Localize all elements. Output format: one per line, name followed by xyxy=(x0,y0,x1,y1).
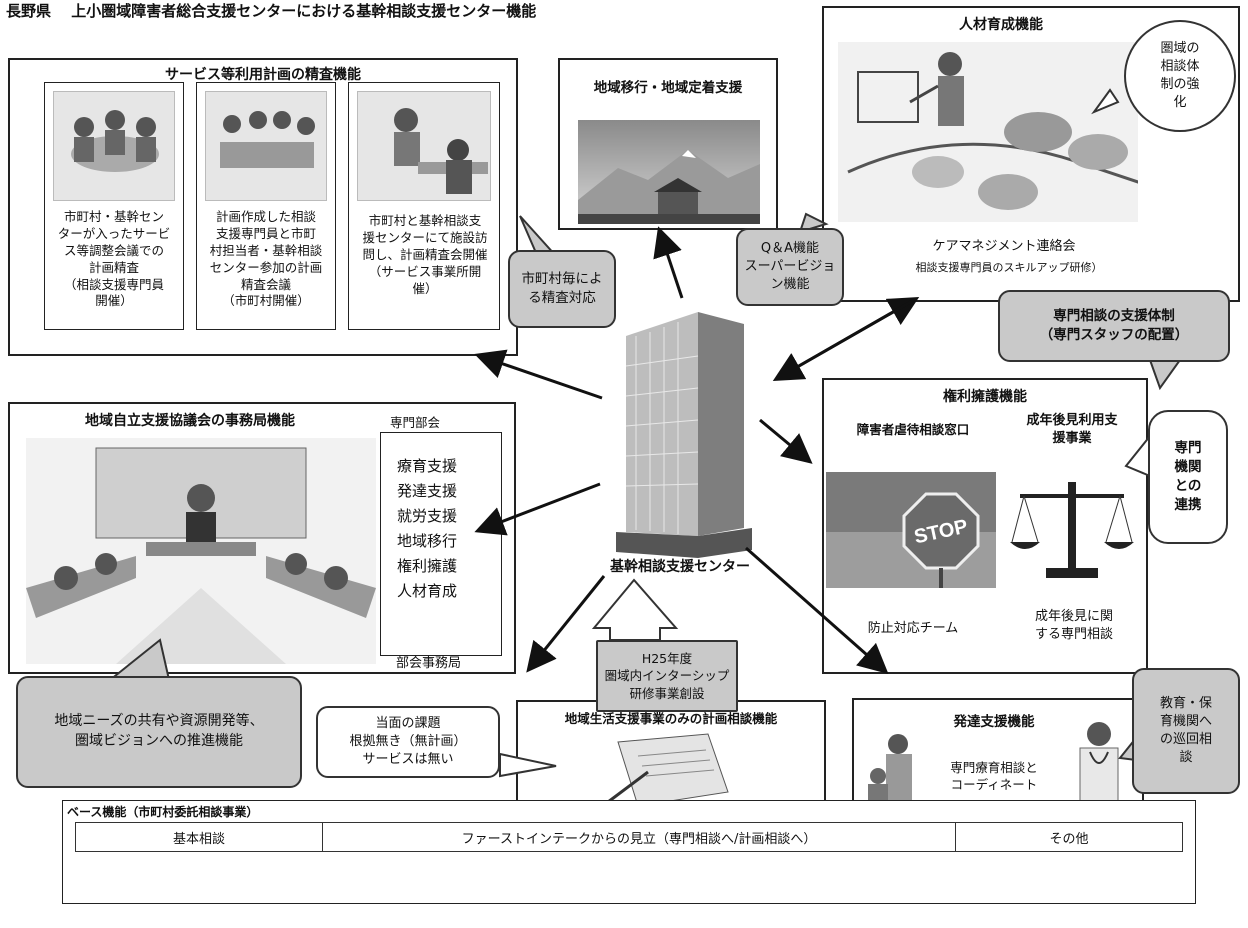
table-cell: ファーストインテークからの見立（専門相談へ/計画相談へ） xyxy=(322,822,956,852)
scales-illustration xyxy=(1010,472,1134,582)
internship-callout: H25年度 圏域内インターシップ 研修事業創設 xyxy=(596,640,738,712)
council-title: 地域自立支援協議会の事務局機能 xyxy=(85,413,295,429)
service-plan-panel-3: 市町村と基幹相談支 援センターにて施設訪 問し、計画精査会開催 （サービス事業所… xyxy=(348,82,500,330)
base-function-box: ベース機能（市町村委託相談事業） xyxy=(62,800,1196,904)
community-transition-box: 地域移行・地域定着支援 xyxy=(558,58,778,230)
prevention-team-caption: 防止対応チーム xyxy=(867,621,959,636)
visit-illustration xyxy=(357,91,491,201)
rights-title: 権利擁護機能 xyxy=(943,389,1027,405)
guardianship-heading: 成年後見利用支 援事業 xyxy=(1026,413,1118,446)
education-visit-callout: 教育・保 育機関へ の巡回相 談 xyxy=(1132,668,1240,794)
mountain-icon xyxy=(578,120,760,224)
subcommittee-item: 地域移行 xyxy=(397,532,458,550)
building-illustration xyxy=(616,306,752,558)
scales-icon xyxy=(1010,482,1134,578)
abuse-consultation-heading: 障害者虐待相談窓口 xyxy=(856,422,970,437)
panel-1-text: 市町村・基幹セン ターが入ったサービ ス等調整会議での 計画精査 （相談支援専門… xyxy=(57,209,171,309)
training-illustration xyxy=(838,42,1138,222)
community-transition-title: 地域移行・地域定着支援 xyxy=(593,80,743,96)
training-icon xyxy=(847,52,1138,210)
arrow-to-community-life xyxy=(526,575,606,673)
panel-2-text: 計画作成した相談 支援専門員と市町 村担当者・基幹相談 センター参加の計画 精査… xyxy=(209,209,323,309)
panel-3-text: 市町村と基幹相談支 援センターにて施設訪 問し、計画精査会開催 （サービス事業所… xyxy=(362,213,488,296)
table-row: 基本相談 ファーストインテークからの見立（専門相談へ/計画相談へ） その他 xyxy=(75,822,1183,852)
stop-sign-photo: STOP xyxy=(826,472,996,588)
arrow-to-rights xyxy=(759,418,813,464)
mountain-photo xyxy=(578,120,760,224)
subcommittee-label: 専門部会 xyxy=(390,415,441,430)
subcommittee-item: 権利擁護 xyxy=(397,557,458,575)
council-box: 地域自立支援協議会の事務局機能 専門部会 療育支援 発達支援 就労支援 地域移行… xyxy=(8,402,516,674)
community-life-title: 地域生活支援事業のみの計画相談機能 xyxy=(564,711,778,726)
arrow-hr-center xyxy=(777,297,920,380)
center-label: 基幹相談支援センター xyxy=(610,559,750,575)
meeting-icon xyxy=(71,110,159,172)
plan-document-icon xyxy=(607,733,729,807)
arrow-to-service-plan xyxy=(474,349,603,400)
service-plan-panel-1: 市町村・基幹セン ターが入ったサービ ス等調整会議での 計画精査 （相談支援専門… xyxy=(44,82,184,330)
arrow-center-hr xyxy=(772,298,915,381)
municipal-review-callout: 市町村毎によ る精査対応 xyxy=(508,250,616,328)
subcommittee-item: 発達支援 xyxy=(397,482,458,500)
subcommittee-list: 療育支援 発達支援 就労支援 地域移行 権利擁護 人材育成 xyxy=(380,432,502,656)
table-cell: 基本相談 xyxy=(75,822,323,852)
tail-specialist xyxy=(1148,359,1182,391)
regional-needs-callout: 地域ニーズの共有や資源開発等、 圏域ビジョンへの推進機能 xyxy=(16,676,302,788)
development-title: 発達支援機能 xyxy=(953,714,1035,730)
guardianship-caption: 成年後見に関 する専門相談 xyxy=(1034,609,1113,642)
plan-document-illustration xyxy=(588,732,738,816)
council-meeting-icon xyxy=(26,447,376,664)
service-plan-panel-2: 計画作成した相談 支援専門員と市町 村担当者・基幹相談 センター参加の計画 精査… xyxy=(196,82,336,330)
hr-caption: ケアマネジメント連絡会 xyxy=(932,239,1076,254)
development-caption: 専門療育相談と コーディネート xyxy=(950,760,1038,792)
service-plan-title: サービス等利用計画の精査機能 xyxy=(165,67,361,83)
conference-icon xyxy=(220,111,315,168)
hr-development-title: 人材育成機能 xyxy=(959,17,1043,33)
subcommittee-item: 人材育成 xyxy=(397,582,458,600)
table-cell: その他 xyxy=(955,822,1183,852)
specialist-support-callout: 専門相談の支援体制 （専門スタッフの配置） xyxy=(998,290,1230,362)
region-strengthen-bubble: 圏域の 相談体 制の強 化 xyxy=(1124,20,1236,132)
base-function-table: 基本相談 ファーストインテークからの見立（専門相談へ/計画相談へ） その他 xyxy=(75,822,1183,852)
subcommittee-item: 就労支援 xyxy=(397,507,458,525)
internship-up-arrow xyxy=(591,578,679,641)
visit-icon xyxy=(394,108,488,194)
current-issue-callout: 当面の課題 根拠無き（無計画） サービスは無い xyxy=(316,706,500,778)
stop-sign-icon: STOP xyxy=(826,472,996,588)
secretariat-label: 部会事務局 xyxy=(396,656,462,671)
rights-advocacy-box: 権利擁護機能 障害者虐待相談窓口 成年後見利用支 援事業 STOP 防止対応チー… xyxy=(822,378,1148,674)
arrow-to-community-transition xyxy=(653,226,684,299)
base-function-title: ベース機能（市町村委託相談事業） xyxy=(67,805,259,819)
specialist-link-bubble: 専門 機関 との 連携 xyxy=(1148,410,1228,544)
hr-subcaption: 相談支援専門員のスキルアップ研修） xyxy=(915,261,1103,274)
qa-supervision-callout: Q＆A機能 スーパービジョ ン機能 xyxy=(736,228,844,306)
council-meeting-illustration xyxy=(26,438,376,664)
meeting-illustration xyxy=(53,91,175,201)
conference-illustration xyxy=(205,91,327,201)
page-title: 長野県 上小圏域障害者総合支援センターにおける基幹相談支援センター機能 xyxy=(6,2,537,20)
subcommittee-item: 療育支援 xyxy=(397,457,458,475)
building-icon xyxy=(616,312,752,558)
